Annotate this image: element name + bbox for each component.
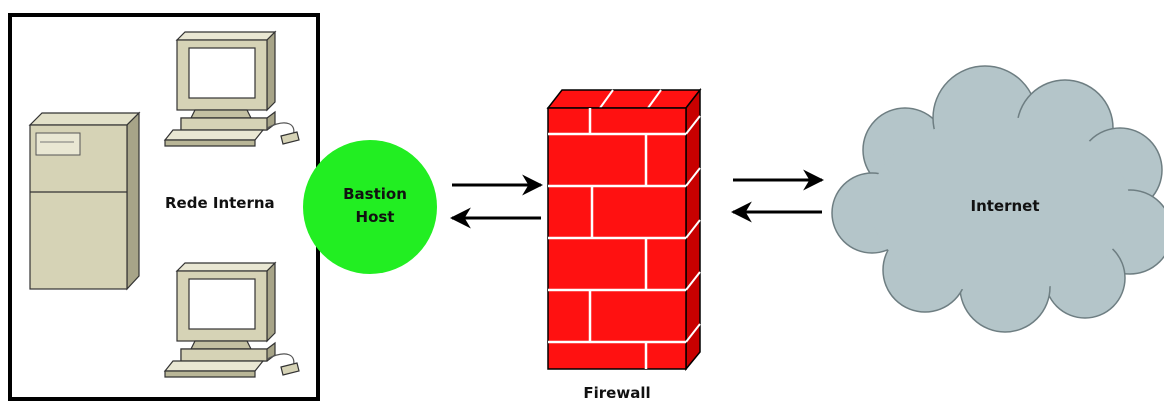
bastion-host-label-line1: Bastion: [343, 185, 407, 203]
desktop-computer-icon: [164, 262, 300, 378]
server-icon: [28, 111, 141, 291]
bastion-host-node: [303, 140, 437, 274]
brick-wall-icon: [546, 87, 702, 372]
internet-label: Internet: [970, 197, 1039, 215]
firewall-label: Firewall: [583, 384, 650, 402]
bastion-host-label-line2: Host: [356, 208, 395, 226]
internal-network-label: Rede Interna: [165, 194, 275, 212]
cloud-icon: [831, 65, 1164, 333]
desktop-computer-icon: [164, 31, 300, 147]
